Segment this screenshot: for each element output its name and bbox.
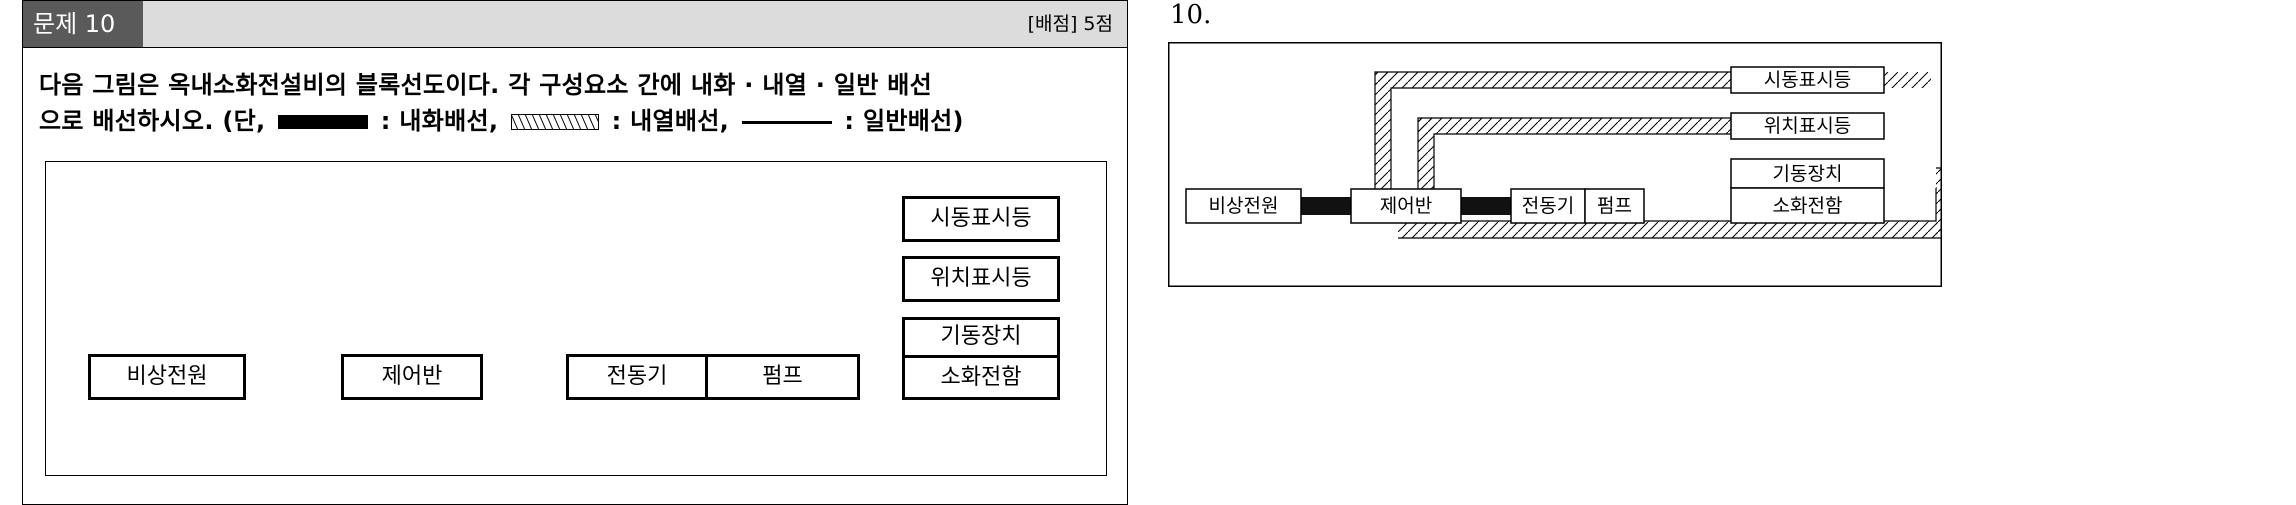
fireproof-wiring-panel-to-motor [1461, 197, 1511, 215]
emergency-power-block: 비상전원 [88, 354, 246, 400]
answer-start-indicator-label: 시동표시등 [1764, 69, 1851, 91]
question-text-line2: 으로 배선하시오. (단, : 내화배선, : 내열배선, : 일반배선) [39, 103, 1119, 139]
answer-start-device-label: 기동장치 [1773, 163, 1843, 185]
hydrant-block: 소화전함 [902, 355, 1060, 400]
question-text: 다음 그림은 옥내소화전설비의 블록선도이다. 각 구성요소 간에 내화 · 내… [39, 67, 1119, 139]
answer-emergency-power-label: 비상전원 [1209, 195, 1279, 217]
answer-motor-label: 전동기 [1522, 195, 1574, 217]
question-text-line1: 다음 그림은 옥내소화전설비의 블록선도이다. 각 구성요소 간에 내화 · 내… [39, 71, 933, 99]
question-panel: 문제 10 [배점] 5점 다음 그림은 옥내소화전설비의 블록선도이다. 각 … [22, 0, 1128, 505]
answer-hydrant-label: 소화전함 [1773, 195, 1843, 217]
answer-pump-label: 펌프 [1597, 195, 1632, 217]
answer-control-panel-block: 제어반 [1350, 188, 1462, 224]
question-diagram: 비상전원 제어반 전동기 펌프 시동표시등 위치표시등 기동장치 소화전함 [45, 161, 1107, 476]
question-text-line2-a: 으로 배선하시오. (단, [39, 107, 266, 135]
motor-block: 전동기 [566, 354, 708, 400]
answer-start-device-block: 기동장치 [1730, 158, 1885, 189]
general-wiring-legend-icon [741, 120, 832, 124]
score-label: [배점] 5점 [1027, 13, 1113, 35]
question-text-line2-d: : 일반배선) [844, 107, 964, 135]
answer-position-indicator-block: 위치표시등 [1730, 112, 1885, 140]
question-header: 문제 10 [배점] 5점 [23, 1, 1127, 48]
answer-emergency-power-block: 비상전원 [1185, 188, 1302, 224]
heatproof-wiring-legend-icon [510, 114, 599, 130]
answer-start-indicator-block: 시동표시등 [1730, 66, 1885, 94]
answer-motor-block: 전동기 [1510, 188, 1586, 224]
fireproof-wiring-legend-icon [278, 115, 369, 129]
question-text-line2-b: : 내화배선, [380, 107, 499, 135]
fireproof-wiring-power-to-panel [1301, 197, 1351, 215]
pump-block: 펌프 [705, 354, 860, 400]
answer-pump-block: 펌프 [1584, 188, 1645, 224]
start-device-block: 기동장치 [902, 317, 1060, 357]
control-panel-block: 제어반 [341, 354, 483, 400]
question-text-line2-c: : 내열배선, [611, 107, 730, 135]
answer-control-panel-label: 제어반 [1380, 195, 1432, 217]
answer-number: 10. [1170, 0, 1212, 30]
answer-hydrant-block: 소화전함 [1730, 187, 1885, 224]
start-indicator-block: 시동표시등 [902, 196, 1060, 242]
answer-position-indicator-label: 위치표시등 [1764, 115, 1851, 137]
position-indicator-block: 위치표시등 [902, 256, 1060, 302]
question-number-label: 문제 10 [23, 1, 143, 47]
answer-diagram: 비상전원 제어반 전동기 펌프 시동표시등 위치표시등 기동장치 소화전함 [1168, 42, 1942, 287]
